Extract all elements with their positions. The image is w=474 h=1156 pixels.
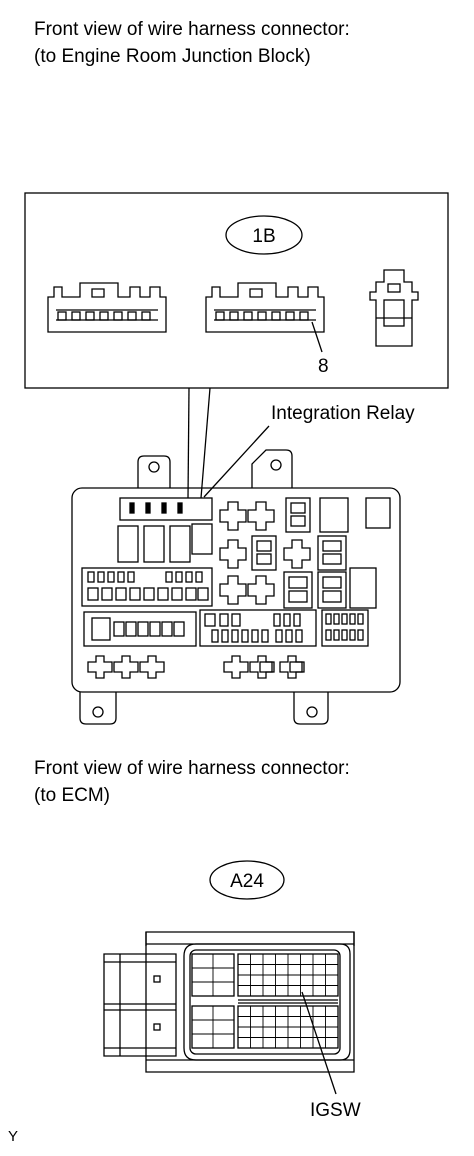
bottom-caption-line1: Front view of wire harness connector: [34,758,350,779]
connector-right-small [369,269,419,347]
connector-1b-ellipse [225,215,303,255]
connector-a24-ellipse [209,860,285,900]
integration-relay-label: Integration Relay [271,403,415,424]
connector-left [47,282,167,333]
pin-8-label: 8 [318,356,329,377]
bottom-caption-line2: (to ECM) [34,785,110,806]
igsw-label: IGSW [310,1100,361,1121]
connector-zoom-box [24,192,449,389]
ecm-pin-grid [192,954,338,1048]
engine-room-junction-block [71,449,401,725]
igsw-leader [301,991,337,1095]
ecm-connector-a24 [103,931,355,1073]
top-caption-line2: (to Engine Room Junction Block) [34,46,311,67]
pin-8-leader [311,321,323,353]
connector-1b-label: 1B [252,226,275,247]
connector-a24-label: A24 [230,871,264,892]
zoom-leader-left [187,387,190,499]
top-caption-line1: Front view of wire harness connector: [34,19,350,40]
connector-1b [205,282,325,333]
zoom-leader-right [200,387,211,499]
corner-mark: Y [8,1128,18,1145]
integration-relay-leader [203,425,270,498]
